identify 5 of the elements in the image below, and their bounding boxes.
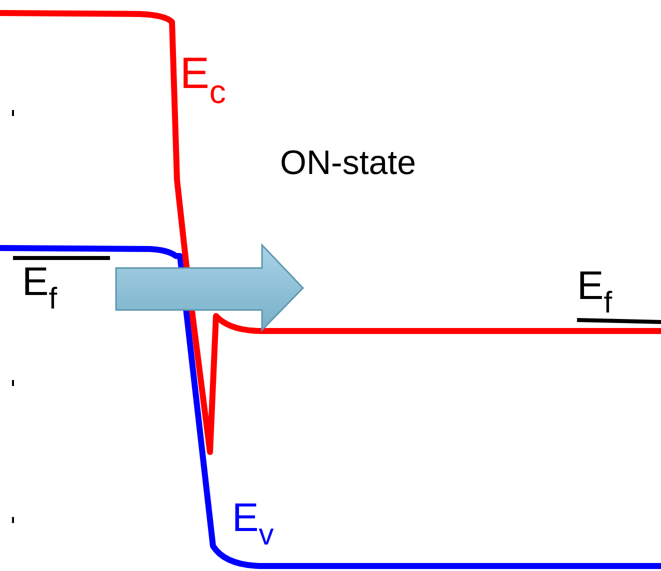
conduction-band-label: E$_{c}$ xyxy=(180,52,226,108)
fermi-level-label: E$_{f}$ xyxy=(22,262,58,314)
fermi-level-label: E$_{f}$ xyxy=(577,266,612,318)
state-label: ON-state xyxy=(280,146,416,180)
valence-band-label: E$_{v}$ xyxy=(232,498,274,550)
